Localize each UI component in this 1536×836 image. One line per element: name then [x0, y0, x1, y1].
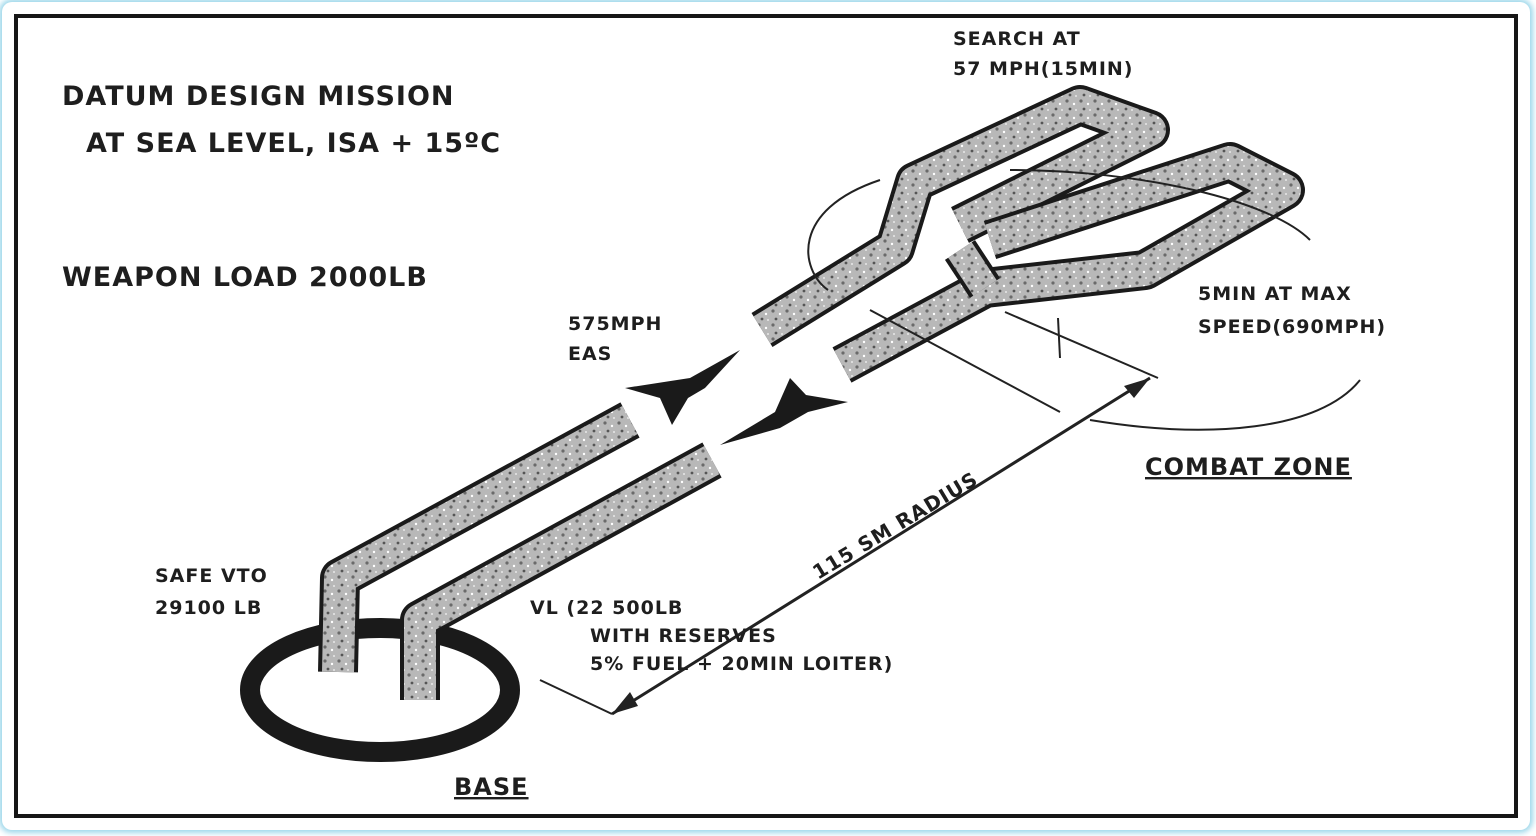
aircraft-icon [720, 378, 848, 445]
combat-zone-arc [807, 169, 1361, 431]
mission-conditions: AT SEA LEVEL, ISA + 15ºC [86, 128, 501, 159]
base-circle [240, 618, 520, 762]
vl-reserves: WITH RESERVES [590, 625, 777, 647]
mission-title: DATUM DESIGN MISSION [62, 81, 455, 112]
return-track [400, 142, 1305, 700]
cruise-speed: 575MPH [568, 313, 662, 335]
base-label: BASE [454, 773, 529, 801]
combat-zone-label: COMBAT ZONE [1145, 453, 1352, 481]
cruise-speed-unit: EAS [568, 343, 612, 365]
safe-vto-label: SAFE VTO [155, 565, 268, 587]
vl-label: VL (22 500LB [530, 597, 683, 619]
radius-arrow [611, 376, 1151, 716]
radius-label: 115 SM RADIUS [808, 467, 982, 585]
safe-vto-weight: 29100 LB [155, 597, 262, 619]
outbound-track [318, 85, 1170, 673]
max-speed-label: 5MIN AT MAX [1198, 283, 1352, 305]
diagram-frame [14, 14, 1518, 818]
vl-reserves-detail: 5% FUEL + 20MIN LOITER) [590, 653, 893, 675]
max-speed-value: SPEED(690MPH) [1198, 316, 1386, 338]
search-label: SEARCH AT [953, 28, 1081, 50]
weapon-load: WEAPON LOAD 2000LB [62, 262, 428, 293]
aircraft-icon [625, 350, 740, 425]
search-speed: 57 MPH(15MIN) [953, 58, 1133, 80]
dimension-lines [539, 309, 1159, 715]
